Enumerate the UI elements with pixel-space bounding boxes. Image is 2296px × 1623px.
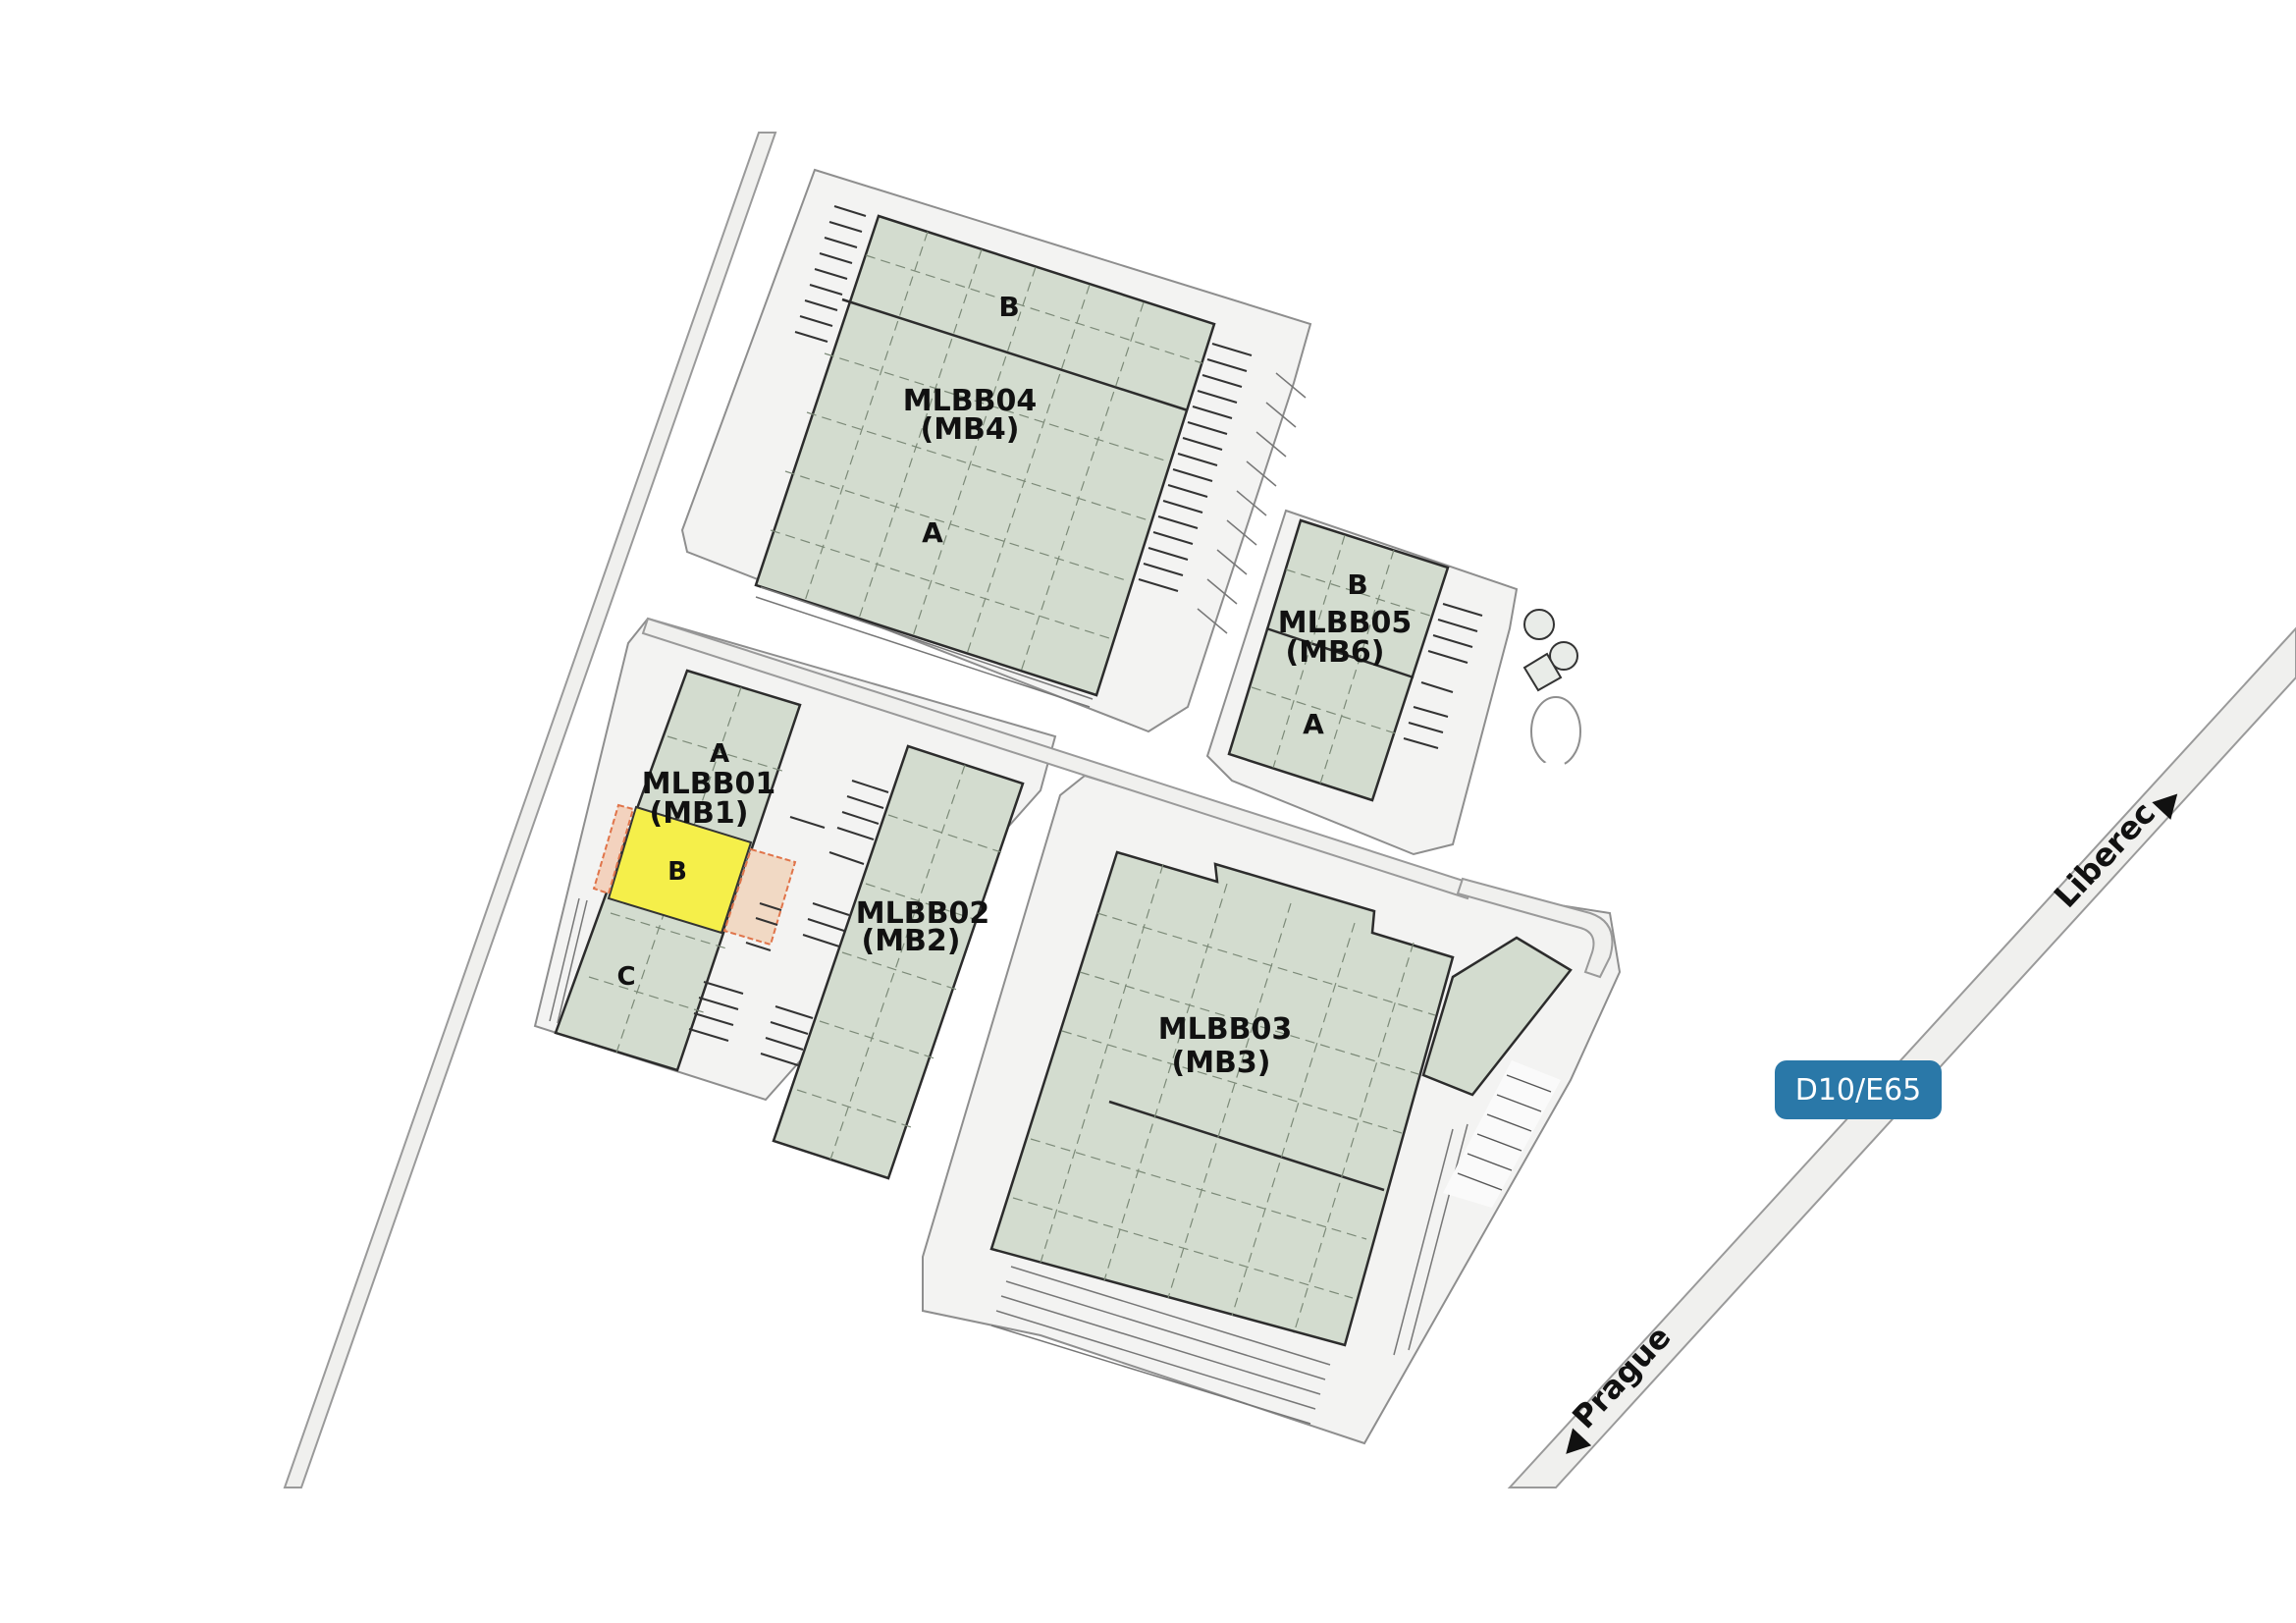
roundabout-loop [1530, 696, 1581, 767]
arrow-right-icon [2152, 793, 2178, 820]
prague-label: Prague [1565, 1319, 1678, 1436]
mlbb05-name-label: MLBB05 [1278, 606, 1412, 640]
mlbb01-unit-a-label: A [710, 739, 729, 769]
internal-road-ring [1456, 877, 1614, 979]
tree [1549, 641, 1578, 671]
mlbb01-code-label: (MB1) [649, 796, 748, 831]
liberec-label: Liberec [2047, 794, 2163, 915]
mlbb01-unit-c-label: C [616, 962, 635, 992]
mlbb01-unit-b-loading-area [722, 847, 797, 947]
parking-bays-east [1512, 756, 1566, 825]
parking-lot-east [1443, 1060, 1561, 1208]
building-mlbb04[interactable]: B A MLBB04 (MB4) [754, 205, 1253, 708]
building-mlbb03[interactable]: MLBB03 (MB3) [989, 850, 1573, 1425]
mlbb03-code-label: (MB3) [1171, 1046, 1270, 1080]
mlbb04-unit-a-label: A [922, 516, 943, 549]
mlbb01-unit-b-label: B [667, 857, 687, 887]
mlbb01-name-label: MLBB01 [642, 767, 775, 801]
tree [1523, 609, 1555, 640]
highway-sign-d10: D10/E65 [1775, 1060, 1942, 1119]
mlbb04-name-label: MLBB04 [903, 384, 1037, 418]
mlbb05-unit-a-label: A [1303, 708, 1324, 740]
mlbb01-unit-b-highlight[interactable] [607, 805, 753, 935]
small-structure [1522, 652, 1563, 692]
building-mlbb02[interactable]: MLBB02 (MB2) [760, 744, 1025, 1180]
highway-sign-label: D10/E65 [1795, 1073, 1922, 1108]
parking-hatch-mb4-east [1197, 372, 1307, 634]
internal-road-cross [641, 617, 1474, 900]
mlbb04-unit-b-label: B [998, 291, 1019, 323]
building-mlbb05[interactable]: B A MLBB05 (MB6) [1227, 518, 1483, 802]
mlbb02-code-label: (MB2) [861, 924, 960, 958]
mlbb04-code-label: (MB4) [920, 412, 1019, 447]
mlbb05-unit-b-label: B [1347, 568, 1367, 601]
mlbb03-name-label: MLBB03 [1158, 1012, 1292, 1047]
highway-d10 [1507, 626, 2296, 1488]
mlbb01-unit-b-west-area [592, 803, 635, 895]
mlbb02-name-label: MLBB02 [856, 896, 989, 931]
building-mlbb01[interactable]: A B C MLBB01 (MB1) [549, 669, 826, 1072]
arrow-left-icon [1566, 1428, 1592, 1454]
access-road-west [283, 132, 777, 1488]
mlbb05-code-label: (MB6) [1285, 635, 1384, 670]
